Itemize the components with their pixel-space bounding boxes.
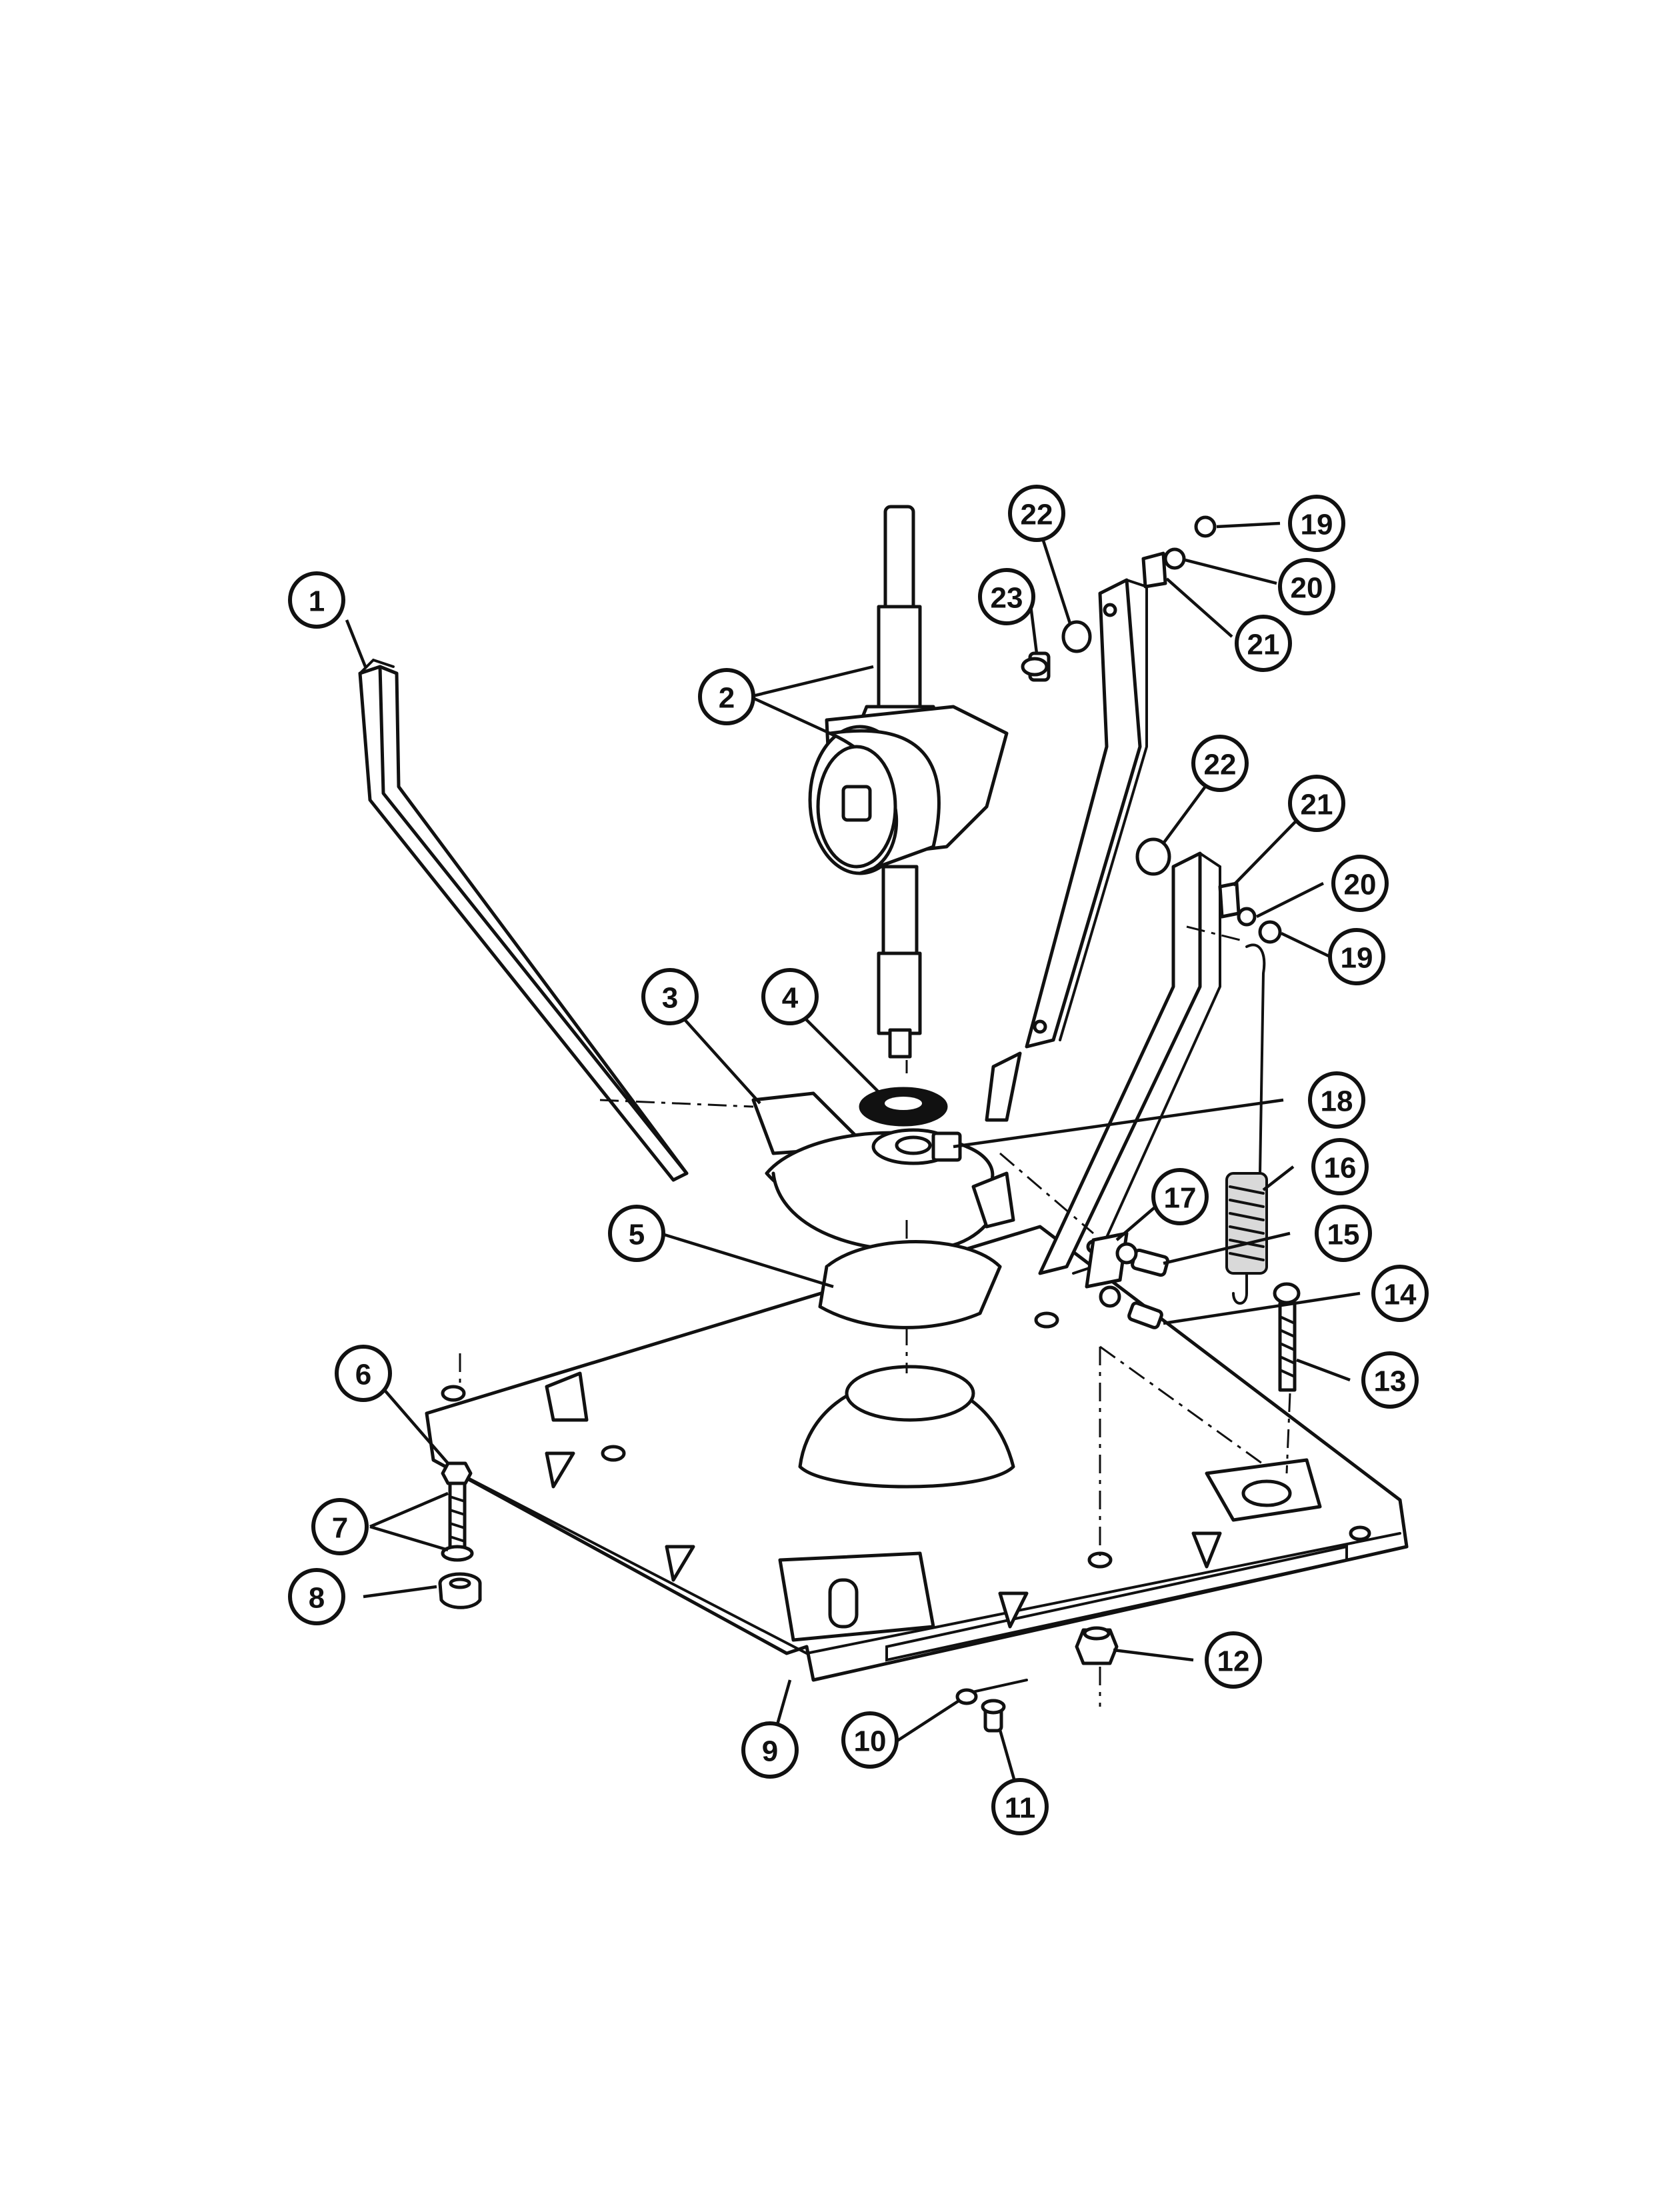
callout-16: 16 [1311,1138,1369,1195]
base-plate [425,1225,1409,1682]
callout-15-label: 15 [1327,1219,1360,1251]
nut-6 [441,1461,473,1485]
callout-1-label: 1 [309,585,325,618]
callout-4: 4 [761,968,819,1025]
eye-bolt-13 [1273,1282,1301,1392]
callout-5-label: 5 [629,1219,645,1251]
callout-2-label: 2 [719,682,735,715]
washer-22-upper [1061,620,1092,653]
washer-20-upper [1163,547,1186,570]
center-lines [459,925,1291,1707]
callout-22-upper-label: 22 [1021,499,1053,531]
mounting-hub [751,1051,1022,1252]
callout-15: 15 [1315,1205,1372,1262]
callout-11-label: 11 [1005,1792,1036,1825]
callout-6-label: 6 [355,1359,371,1391]
washer-20-lower [1237,907,1257,927]
callout-12-label: 12 [1217,1645,1250,1678]
callout-21-lower-label: 21 [1301,789,1333,821]
clip-21-lower [1218,881,1241,919]
foot-pad-8 [438,1572,482,1609]
leg-right-rear [1025,578,1148,1049]
callout-9-label: 9 [762,1735,778,1768]
callout-20-lower-label: 20 [1344,869,1377,901]
callout-13: 13 [1361,1351,1419,1409]
callout-19-upper: 19 [1288,495,1345,552]
callout-19-upper-label: 19 [1301,509,1333,541]
bolt-14 [1099,1285,1163,1329]
washer-22-lower [1135,837,1171,876]
leveling-bolt-7 [441,1481,474,1562]
screw-11 [981,1699,1006,1733]
callout-3-label: 3 [662,982,678,1015]
callout-3: 3 [641,968,699,1025]
callout-7: 7 [311,1498,369,1555]
callout-6: 6 [335,1345,392,1402]
bolt-15 [1115,1242,1169,1277]
callout-23-label: 23 [991,582,1023,615]
callout-14-label: 14 [1384,1279,1417,1311]
callout-14: 14 [1371,1265,1429,1322]
callout-21-upper-label: 21 [1247,629,1280,661]
callout-8-label: 8 [309,1582,325,1615]
callout-10-label: 10 [854,1725,887,1758]
callout-2: 2 [698,668,755,725]
callout-9: 9 [741,1721,799,1779]
split-ring [818,1240,1002,1329]
callout-19-lower-label: 19 [1341,942,1373,975]
wire-clip-10 [955,1679,1028,1705]
callout-17: 17 [1151,1168,1209,1225]
clip-21-upper [1141,551,1167,589]
callout-5: 5 [608,1205,665,1262]
spring-16 [1225,943,1268,1305]
callout-18: 18 [1308,1071,1365,1129]
callout-11: 11 [991,1778,1049,1835]
small-bracket-17 [1085,1231,1129,1289]
callout-21-lower: 21 [1288,775,1345,832]
callout-20-upper-label: 20 [1291,572,1323,605]
callout-20-upper: 20 [1278,558,1335,615]
callout-12: 12 [1205,1631,1262,1689]
callout-21-upper: 21 [1235,615,1292,672]
transmission-assembly [808,505,1009,1059]
callout-22-lower-label: 22 [1204,749,1237,781]
callout-20-lower: 20 [1331,855,1389,912]
nut-12 [1075,1626,1119,1665]
bolt-23 [1021,651,1051,682]
callout-19-lower: 19 [1328,928,1385,985]
callout-10: 10 [841,1711,899,1769]
callout-7-label: 7 [332,1512,348,1545]
callout-1: 1 [288,571,345,629]
callout-18-label: 18 [1321,1085,1353,1118]
seal [859,1087,948,1127]
callout-8: 8 [288,1568,345,1625]
callout-22-lower: 22 [1191,735,1249,792]
callout-17-label: 17 [1164,1182,1197,1215]
callout-13-label: 13 [1374,1365,1407,1398]
nut-19-lower [1258,920,1282,944]
callout-16-label: 16 [1324,1152,1357,1185]
nut-19-upper [1194,515,1217,538]
callout-4-label: 4 [782,982,799,1015]
callout-23: 23 [978,568,1035,625]
callout-22-upper: 22 [1008,485,1065,542]
leg-left [358,658,689,1182]
